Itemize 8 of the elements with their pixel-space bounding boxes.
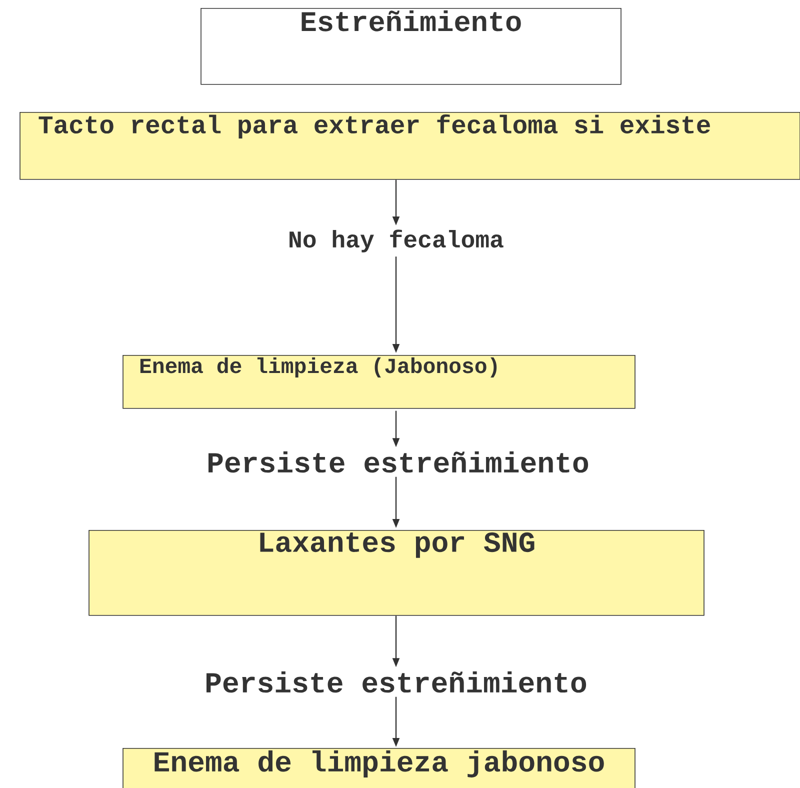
- step-label: Persiste estreñimiento: [208, 451, 588, 473]
- process-box: Enema de limpieza jabonoso: [122, 748, 636, 788]
- process-box: Tacto rectal para extraer fecaloma si existe: [20, 112, 800, 180]
- process-box: Estreñimiento: [200, 8, 622, 85]
- process-box: Enema de limpieza (Jabonoso): [122, 355, 636, 409]
- step-label: No hay fecaloma: [290, 230, 504, 252]
- step-label: Persiste estreñimiento: [206, 671, 586, 693]
- process-box: Laxantes por SNG: [88, 530, 704, 616]
